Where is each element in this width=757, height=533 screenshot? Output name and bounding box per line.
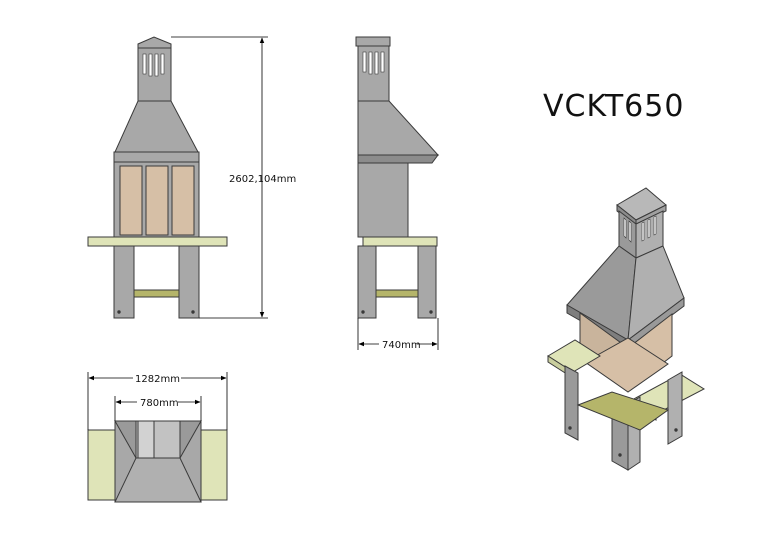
top-view bbox=[87, 420, 228, 503]
model-title: VCKT650 bbox=[543, 89, 684, 124]
side-chimney-slots bbox=[362, 51, 385, 75]
height-label: 2602,104mm bbox=[229, 174, 296, 185]
height-dimension bbox=[171, 36, 268, 319]
side-view bbox=[355, 36, 440, 319]
depth-label: 740mm bbox=[382, 340, 421, 351]
iso-chimney-slots bbox=[623, 215, 657, 243]
chimney-vent-slots bbox=[142, 53, 165, 77]
inner-width-label: 780mm bbox=[140, 398, 179, 409]
isometric-view bbox=[547, 187, 706, 471]
total-width-label: 1282mm bbox=[135, 374, 180, 385]
front-view bbox=[87, 36, 228, 319]
